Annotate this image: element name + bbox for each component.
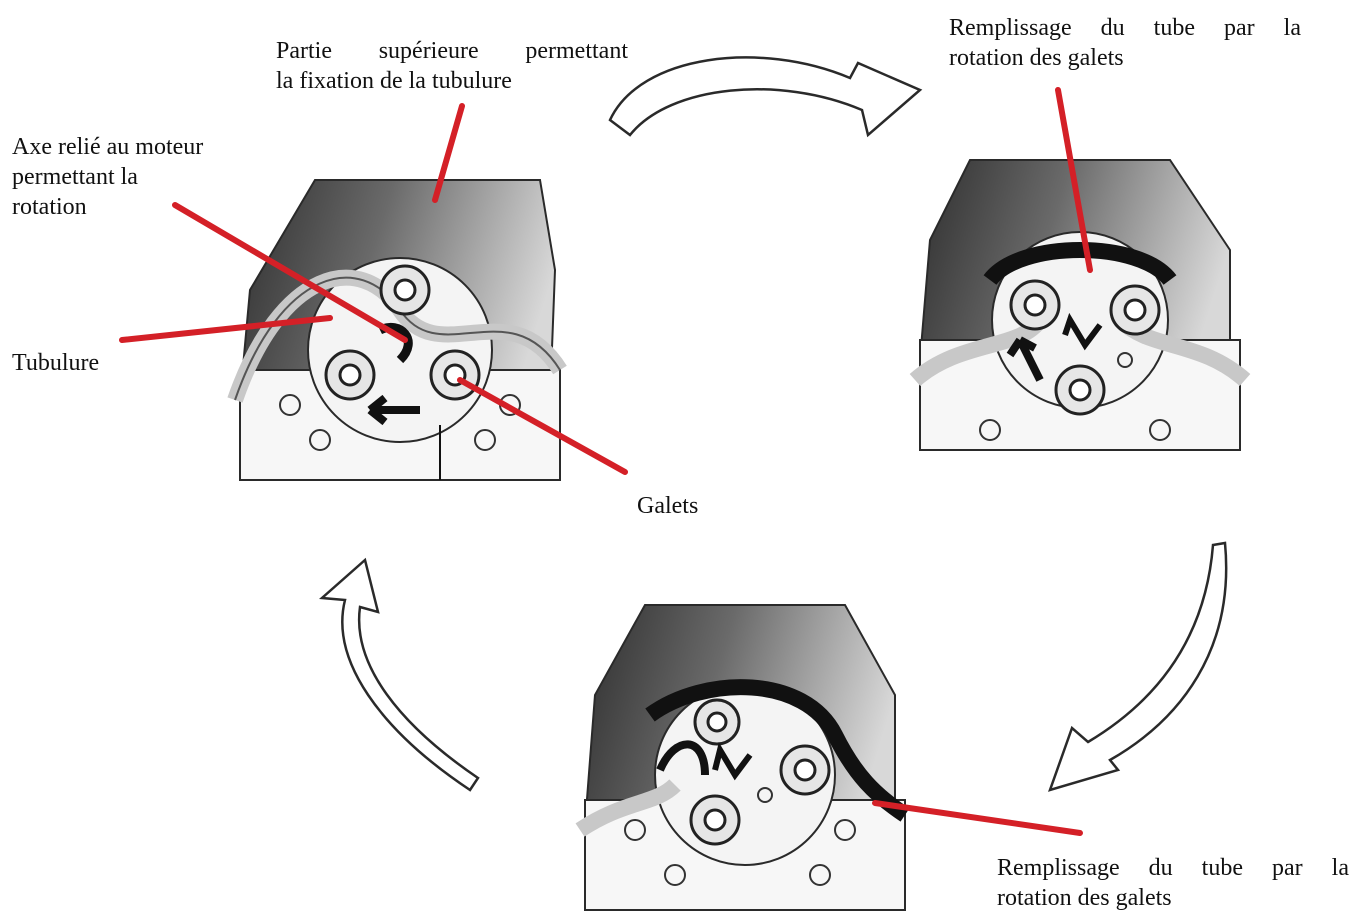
- cycle-arrow-left: [322, 560, 478, 790]
- cycle-arrow-right: [1050, 543, 1226, 790]
- pompe-position-3: [580, 605, 905, 910]
- pompe-position-1: [235, 180, 560, 480]
- cycle-arrow-top: [610, 57, 920, 135]
